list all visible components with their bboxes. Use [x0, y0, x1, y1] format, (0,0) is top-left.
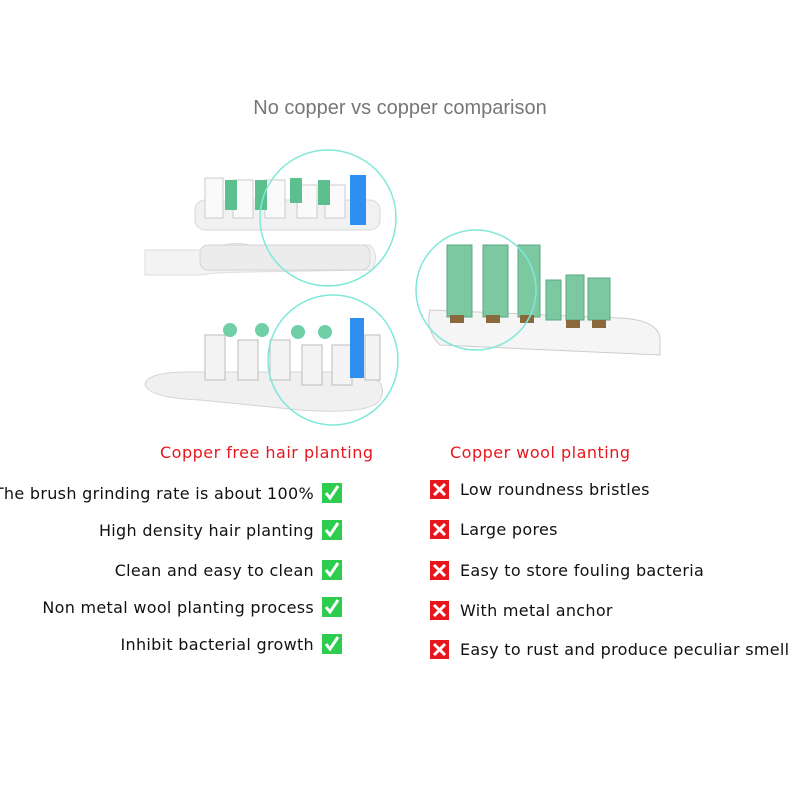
zoom-circle: [267, 294, 399, 426]
item-text: Large pores: [460, 520, 558, 539]
item-text: Inhibit bacterial growth: [120, 634, 314, 654]
copper-wool-brush-image: [428, 244, 661, 356]
toothbrush-illustrations: [144, 149, 661, 426]
item-text: Clean and easy to clean: [114, 560, 314, 580]
copper-free-brush-side-image: [144, 175, 381, 276]
check-icon: [322, 597, 342, 617]
copper-free-heading: Copper free hair planting: [160, 443, 374, 462]
zoom-circle: [415, 229, 537, 351]
item-text: Low roundness bristles: [460, 480, 650, 499]
item-text: Easy to rust and produce peculiar smell: [460, 640, 790, 659]
check-icon: [322, 520, 342, 540]
cross-icon: [430, 520, 449, 539]
copper-wool-heading: Copper wool planting: [450, 443, 631, 462]
check-icon: [322, 483, 342, 503]
check-icon: [322, 560, 342, 580]
item-text: Easy to store fouling bacteria: [460, 561, 705, 580]
check-icon: [322, 634, 342, 654]
copper-wool-item: Large pores: [430, 520, 558, 539]
item-text: With metal anchor: [460, 601, 613, 620]
cross-icon: [430, 640, 449, 659]
cross-icon: [430, 601, 449, 620]
copper-free-brush-front-image: [144, 318, 383, 412]
item-text: Non metal wool planting process: [42, 597, 314, 617]
copper-free-item: Non metal wool planting process: [42, 597, 342, 617]
copper-wool-item: With metal anchor: [430, 601, 613, 620]
item-text: High density hair planting: [98, 520, 314, 540]
copper-free-item: Clean and easy to clean: [115, 560, 342, 580]
zoom-circle: [259, 149, 397, 287]
copper-free-item: Inhibit bacterial growth: [120, 634, 342, 654]
cross-icon: [430, 561, 449, 580]
cross-icon: [430, 480, 449, 499]
copper-wool-item: Easy to store fouling bacteria: [430, 561, 704, 580]
item-text: The brush grinding rate is about 100%: [0, 483, 314, 503]
copper-wool-item: Easy to rust and produce peculiar smell: [430, 640, 789, 659]
copper-free-item: High density hair planting: [99, 520, 342, 540]
page-title: No copper vs copper comparison: [253, 97, 547, 119]
copper-free-item: The brush grinding rate is about 100%: [0, 483, 342, 503]
copper-wool-item: Low roundness bristles: [430, 480, 650, 499]
